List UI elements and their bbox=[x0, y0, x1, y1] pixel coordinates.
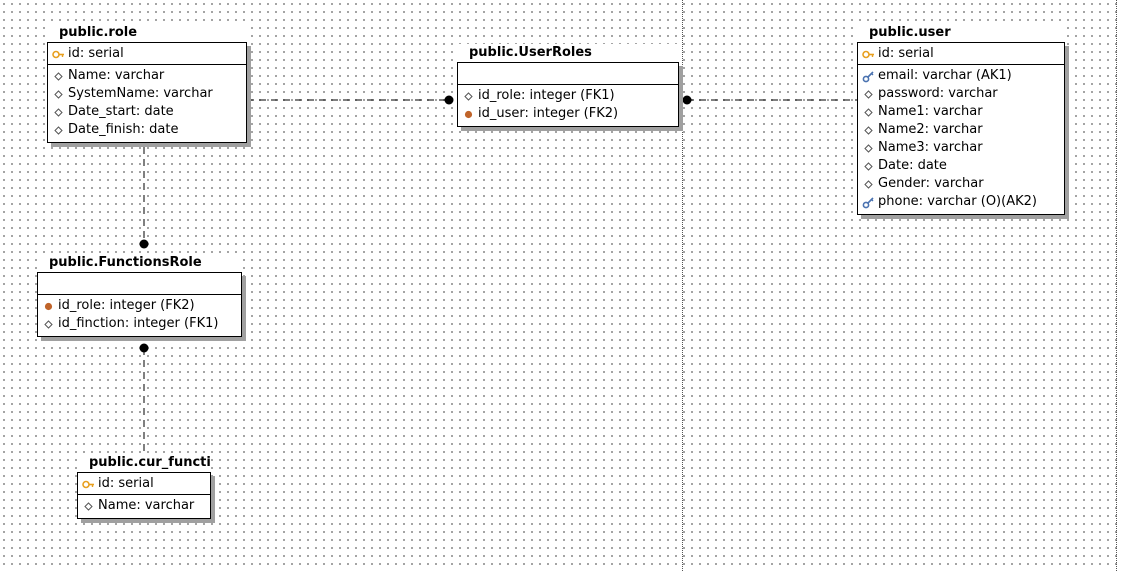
attribute-label: Name1: varchar bbox=[878, 104, 983, 119]
column-icon bbox=[52, 106, 65, 119]
entity-box: id_role: integer (FK2) id_finction: integ… bbox=[37, 272, 242, 337]
column-icon bbox=[862, 178, 875, 191]
primary-key-row[interactable]: id: serial bbox=[48, 45, 246, 63]
attribute-label: id_finction: integer (FK1) bbox=[58, 316, 219, 331]
attribute-row[interactable]: SystemName: varchar bbox=[48, 85, 246, 103]
attribute-label: id_user: integer (FK2) bbox=[478, 106, 619, 121]
page-boundary-line bbox=[682, 0, 683, 571]
attribute-label: id: serial bbox=[878, 46, 934, 61]
relationship-end-dot bbox=[682, 95, 692, 105]
attribute-label: Name: varchar bbox=[68, 68, 165, 83]
attribute-label: email: varchar (AK1) bbox=[878, 68, 1012, 83]
entity-title: public.FunctionsRole bbox=[37, 254, 242, 272]
entity-title: public.UserRoles bbox=[457, 44, 679, 62]
key-icon bbox=[82, 478, 95, 491]
primary-key-section: id: serial bbox=[78, 473, 210, 495]
entity-box: id: serial email: varchar (AK1) password: … bbox=[857, 42, 1065, 215]
primary-key-section bbox=[38, 273, 241, 295]
relationship-end-dot bbox=[444, 95, 454, 105]
column-icon bbox=[52, 88, 65, 101]
entity-box: id_role: integer (FK1) id_user: integer (… bbox=[457, 62, 679, 127]
attribute-label: SystemName: varchar bbox=[68, 86, 213, 101]
attribute-row[interactable]: Name3: varchar bbox=[858, 139, 1064, 157]
attribute-label: Name: varchar bbox=[98, 498, 195, 513]
column-icon bbox=[862, 160, 875, 173]
attribute-row[interactable]: id_role: integer (FK1) bbox=[458, 87, 678, 105]
attribute-label: Date_finish: date bbox=[68, 122, 179, 137]
attribute-label: id: serial bbox=[98, 476, 154, 491]
entity-functionsrole[interactable]: public.FunctionsRole id_role: integer (FK… bbox=[37, 254, 242, 337]
attribute-row[interactable]: id_role: integer (FK2) bbox=[38, 297, 241, 315]
attribute-label: Name3: varchar bbox=[878, 140, 983, 155]
attribute-row[interactable]: Date: date bbox=[858, 157, 1064, 175]
attribute-row[interactable]: Name: varchar bbox=[78, 497, 210, 515]
column-icon bbox=[862, 88, 875, 101]
foreign-key-icon bbox=[462, 108, 475, 121]
key-icon bbox=[862, 48, 875, 61]
alternate-key-icon bbox=[862, 196, 875, 209]
attribute-section: id_role: integer (FK1) id_user: integer (… bbox=[458, 85, 678, 126]
attribute-label: password: varchar bbox=[878, 86, 998, 101]
entity-title: public.user bbox=[857, 24, 1065, 42]
column-icon bbox=[42, 318, 55, 331]
attribute-label: id: serial bbox=[68, 46, 124, 61]
attribute-row[interactable]: Name1: varchar bbox=[858, 103, 1064, 121]
column-icon bbox=[52, 70, 65, 83]
attribute-label: phone: varchar (O)(AK2) bbox=[878, 194, 1037, 209]
attribute-row[interactable]: id_finction: integer (FK1) bbox=[38, 315, 241, 333]
column-icon bbox=[82, 500, 95, 513]
attribute-section: id_role: integer (FK2) id_finction: integ… bbox=[38, 295, 241, 336]
attribute-label: Gender: varchar bbox=[878, 176, 984, 191]
relationship-end-dot bbox=[139, 343, 149, 353]
entity-user[interactable]: public.user id: serial email: varchar (AK1… bbox=[857, 24, 1065, 215]
alternate-key-icon bbox=[862, 70, 875, 83]
attribute-row[interactable]: phone: varchar (O)(AK2) bbox=[858, 193, 1064, 211]
attribute-row[interactable]: Date_finish: date bbox=[48, 121, 246, 139]
attribute-label: Name2: varchar bbox=[878, 122, 983, 137]
column-icon bbox=[862, 142, 875, 155]
primary-key-section bbox=[458, 63, 678, 85]
attribute-row[interactable]: Name2: varchar bbox=[858, 121, 1064, 139]
attribute-label: id_role: integer (FK1) bbox=[478, 88, 615, 103]
page-boundary-line bbox=[1116, 0, 1117, 571]
attribute-row[interactable]: Name: varchar bbox=[48, 67, 246, 85]
attribute-row[interactable]: email: varchar (AK1) bbox=[858, 67, 1064, 85]
attribute-row[interactable]: password: varchar bbox=[858, 85, 1064, 103]
attribute-label: id_role: integer (FK2) bbox=[58, 298, 195, 313]
attribute-row[interactable]: Date_start: date bbox=[48, 103, 246, 121]
entity-title: public.role bbox=[47, 24, 247, 42]
column-icon bbox=[862, 124, 875, 137]
primary-key-row[interactable]: id: serial bbox=[858, 45, 1064, 63]
primary-key-section: id: serial bbox=[858, 43, 1064, 65]
attribute-section: Name: varchar bbox=[78, 495, 210, 518]
column-icon bbox=[862, 106, 875, 119]
primary-key-row[interactable]: id: serial bbox=[78, 475, 210, 493]
attribute-label: Date_start: date bbox=[68, 104, 174, 119]
attribute-label: Date: date bbox=[878, 158, 947, 173]
column-icon bbox=[462, 90, 475, 103]
column-icon bbox=[52, 124, 65, 137]
key-icon bbox=[52, 48, 65, 61]
attribute-row[interactable]: Gender: varchar bbox=[858, 175, 1064, 193]
entity-title: public.cur_functi bbox=[77, 454, 211, 472]
relationship-end-dot bbox=[139, 239, 149, 249]
attribute-row[interactable]: id_user: integer (FK2) bbox=[458, 105, 678, 123]
primary-key-section: id: serial bbox=[48, 43, 246, 65]
foreign-key-icon bbox=[42, 300, 55, 313]
